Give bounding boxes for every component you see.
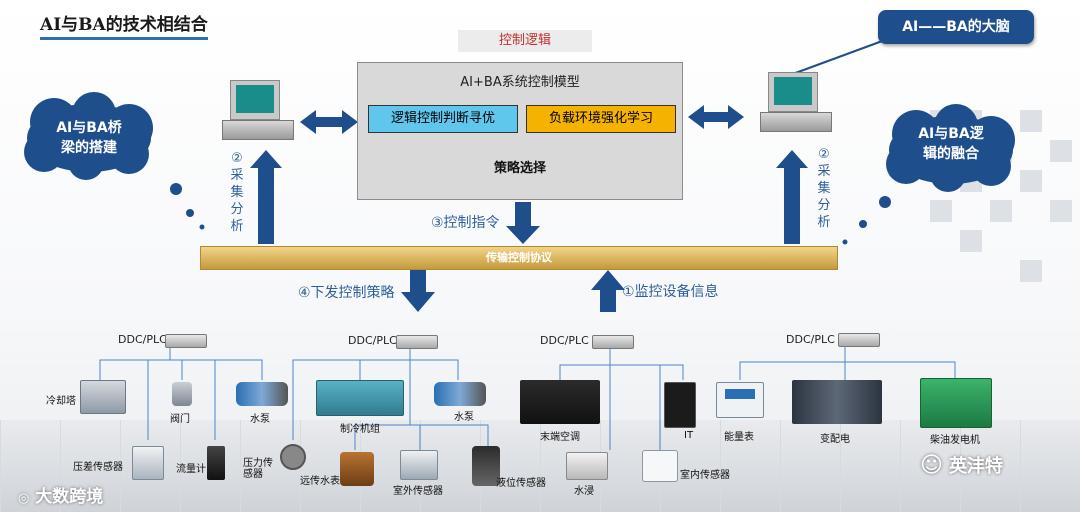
issue-strategy-label: ④下发控制策略	[298, 285, 395, 301]
it-label: IT	[684, 430, 694, 441]
ddc-label-1: DDC/PLC	[118, 333, 167, 346]
diesel-generator-icon	[920, 378, 992, 428]
level-sensor-label: 液位传感器	[496, 478, 546, 489]
water-leak-sensor-icon	[566, 452, 608, 480]
indoor-sensor-label: 室内传感器	[680, 470, 730, 481]
cooling-tower-label: 冷却塔	[46, 396, 76, 407]
valve-label: 阀门	[170, 414, 190, 425]
control-command-label: ③控制指令	[431, 215, 500, 231]
computer-left-icon	[222, 80, 294, 142]
dp-sensor-label: 压差传感器	[73, 462, 123, 473]
ai-brain-badge: AI——BA的大脑	[878, 10, 1034, 44]
page-title: AI与BA的技术相结合	[40, 10, 208, 40]
energy-meter-label: 能量表	[724, 432, 754, 443]
substation-label: 变配电	[820, 434, 850, 445]
ddc-label-3: DDC/PLC	[540, 334, 589, 347]
watermark-logo-icon: ◎	[18, 491, 30, 506]
ddc-label-2: DDC/PLC	[348, 334, 397, 347]
cloud-left-line2: 梁的搭建	[61, 140, 117, 156]
diesel-generator-label: 柴油发电机	[930, 435, 980, 446]
ddc-label-4: DDC/PLC	[786, 333, 835, 346]
cooling-tower-icon	[80, 380, 126, 414]
model-title: AI+BA系统控制模型	[460, 75, 580, 90]
control-model-panel: AI+BA系统控制模型 逻辑控制判断寻优 负载环境强化学习 策略选择	[357, 62, 683, 200]
strategy-decision: 策略选择	[493, 161, 546, 176]
transmission-bus: 传输控制协议	[200, 246, 838, 270]
outdoor-sensor-icon	[400, 450, 438, 480]
chiller-icon	[316, 380, 404, 416]
cloud-right: AI与BA逻 辑的融合	[876, 104, 1026, 192]
logic-control-box: 逻辑控制判断寻优	[368, 105, 518, 133]
cloud-right-dots	[842, 196, 891, 245]
flow-meter-label: 流量计	[176, 464, 206, 475]
pressure-diff-sensor-icon	[132, 446, 164, 480]
pressure-sensor-label: 压力传感器	[243, 458, 273, 480]
wechat-icon: ☺	[920, 452, 943, 478]
valve-icon	[172, 382, 192, 406]
cloud-left-dots	[170, 183, 205, 230]
cloud-right-line1: AI与BA逻	[918, 126, 984, 142]
cloud-left-line1: AI与BA桥	[56, 120, 122, 136]
load-learning-box: 负载环境强化学习	[526, 105, 676, 133]
crac-icon	[520, 380, 600, 424]
level-sensor-icon	[472, 446, 500, 486]
outdoor-sensor-label: 室外传感器	[393, 486, 443, 497]
flow-meter-icon	[207, 446, 225, 480]
substation-icon	[792, 380, 882, 424]
control-logic-label: 控制逻辑	[458, 30, 592, 52]
pump-icon	[434, 382, 486, 406]
energy-meter-icon	[716, 382, 764, 418]
plc-controller-icon	[165, 334, 207, 348]
remote-meter-label: 远传水表	[300, 476, 340, 487]
watermark-left: ◎ 大数跨境	[18, 487, 104, 507]
watermark-right: ☺ 英沣特	[920, 452, 1003, 478]
it-rack-icon	[664, 382, 696, 428]
pump-icon	[236, 382, 288, 406]
floor-background	[0, 420, 1080, 512]
crac-label: 末端空调	[540, 432, 580, 443]
pump-1-label: 水泵	[250, 414, 270, 425]
chiller-label: 制冷机组	[340, 424, 380, 435]
plc-controller-icon	[592, 335, 634, 349]
water-leak-label: 水浸	[574, 486, 594, 497]
water-meter-icon	[340, 452, 374, 486]
monitor-info-label: ①监控设备信息	[622, 284, 719, 300]
pressure-sensor-icon	[280, 444, 306, 470]
cloud-right-line2: 辑的融合	[923, 146, 979, 162]
plc-controller-icon	[396, 335, 438, 349]
indoor-sensor-icon	[642, 450, 678, 482]
pump-2-label: 水泵	[454, 412, 474, 423]
computer-right-icon	[760, 72, 832, 134]
plc-controller-icon	[838, 333, 880, 347]
cloud-left: AI与BA桥 梁的搭建	[14, 92, 164, 180]
